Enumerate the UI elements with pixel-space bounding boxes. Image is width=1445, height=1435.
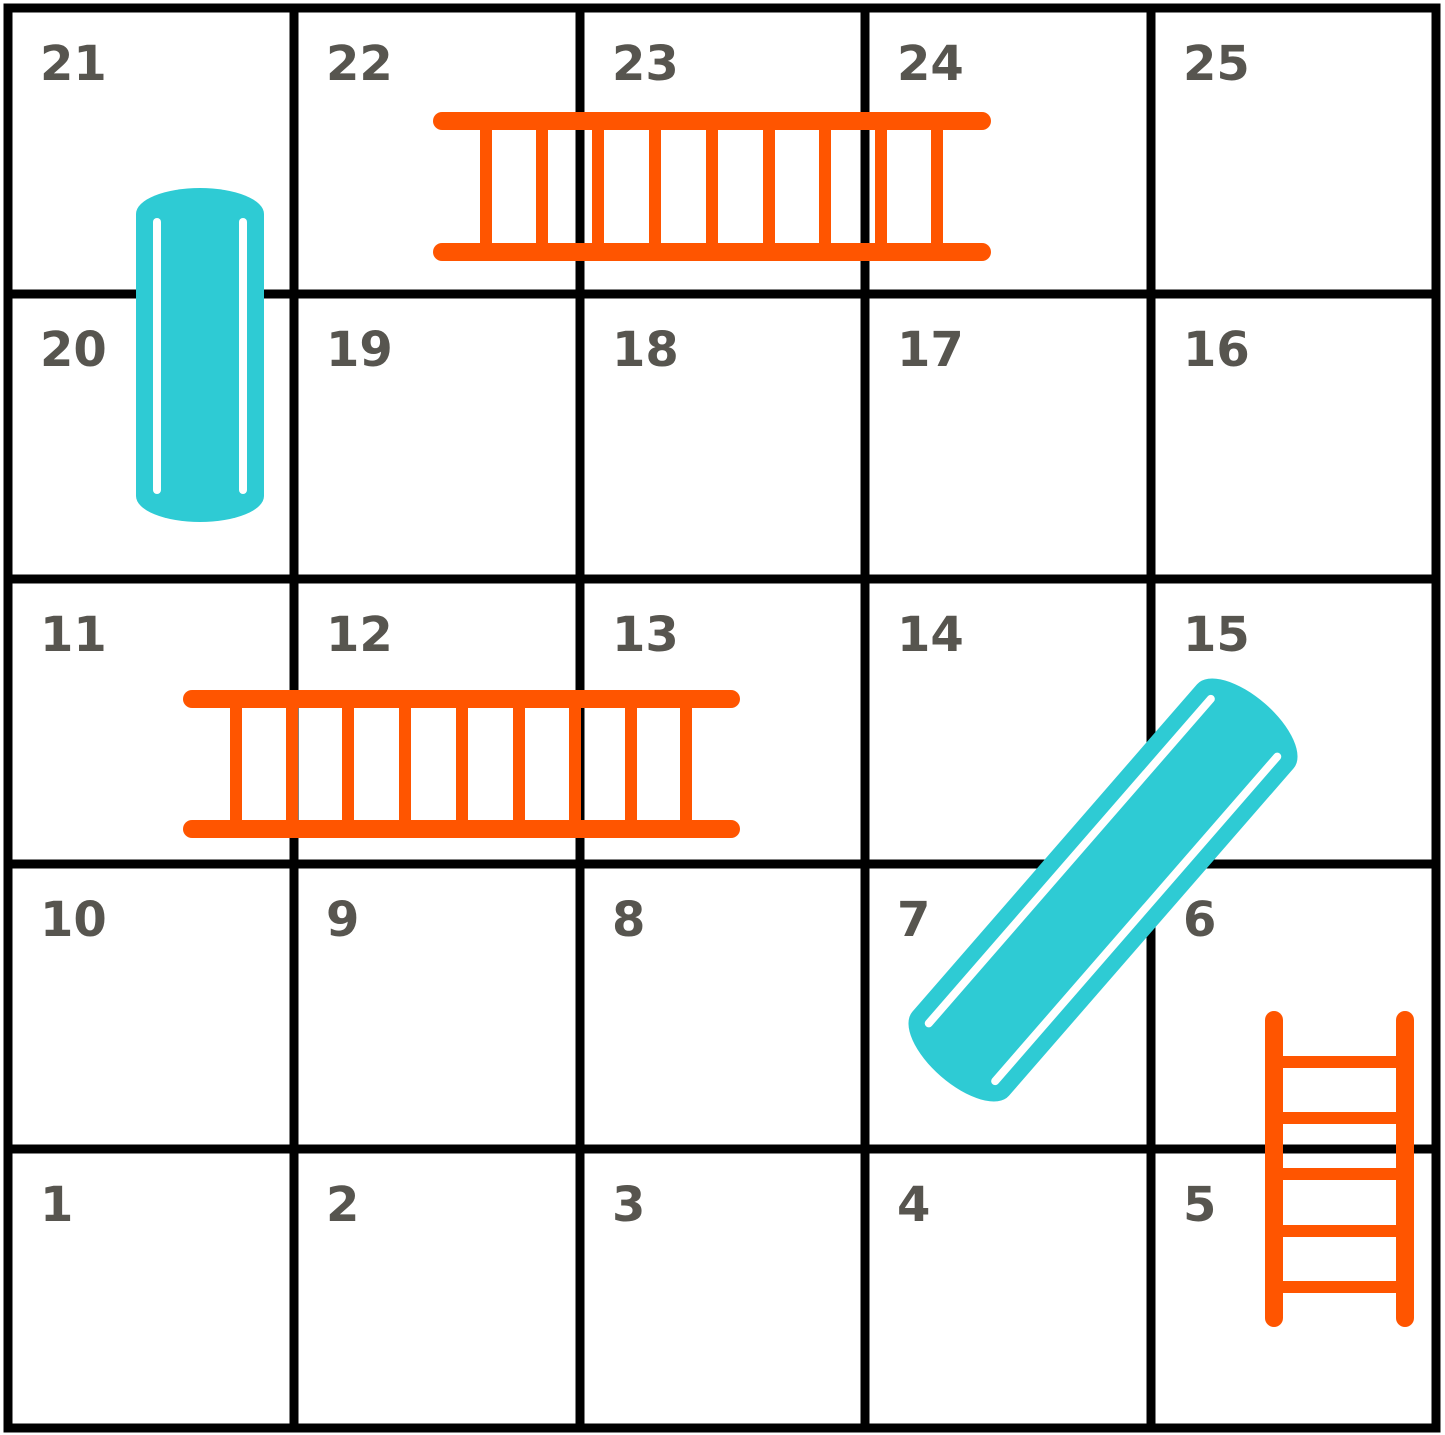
cell-number-20: 20 [40,322,107,378]
cell-number-23: 23 [612,36,679,92]
cell-number-11: 11 [40,607,107,663]
cell-number-16: 16 [1183,322,1250,378]
cell-number-3: 3 [612,1177,645,1233]
cell-number-18: 18 [612,322,679,378]
cell-number-14: 14 [897,607,964,663]
cell-number-7: 7 [897,892,930,948]
cell-number-19: 19 [326,322,393,378]
chute-20-21 [136,188,264,522]
cell-number-13: 13 [612,607,679,663]
cell-number-9: 9 [326,892,359,948]
cell-number-15: 15 [1183,607,1250,663]
cell-number-21: 21 [40,36,107,92]
cell-number-24: 24 [897,36,964,92]
cell-number-17: 17 [897,322,964,378]
cell-number-8: 8 [612,892,645,948]
cell-number-2: 2 [326,1177,359,1233]
cell-number-5: 5 [1183,1177,1216,1233]
cell-number-12: 12 [326,607,393,663]
cell-number-6: 6 [1183,892,1216,948]
cell-number-1: 1 [40,1177,73,1233]
cell-number-4: 4 [897,1177,930,1233]
cell-number-22: 22 [326,36,393,92]
cell-number-25: 25 [1183,36,1250,92]
cell-number-10: 10 [40,892,107,948]
